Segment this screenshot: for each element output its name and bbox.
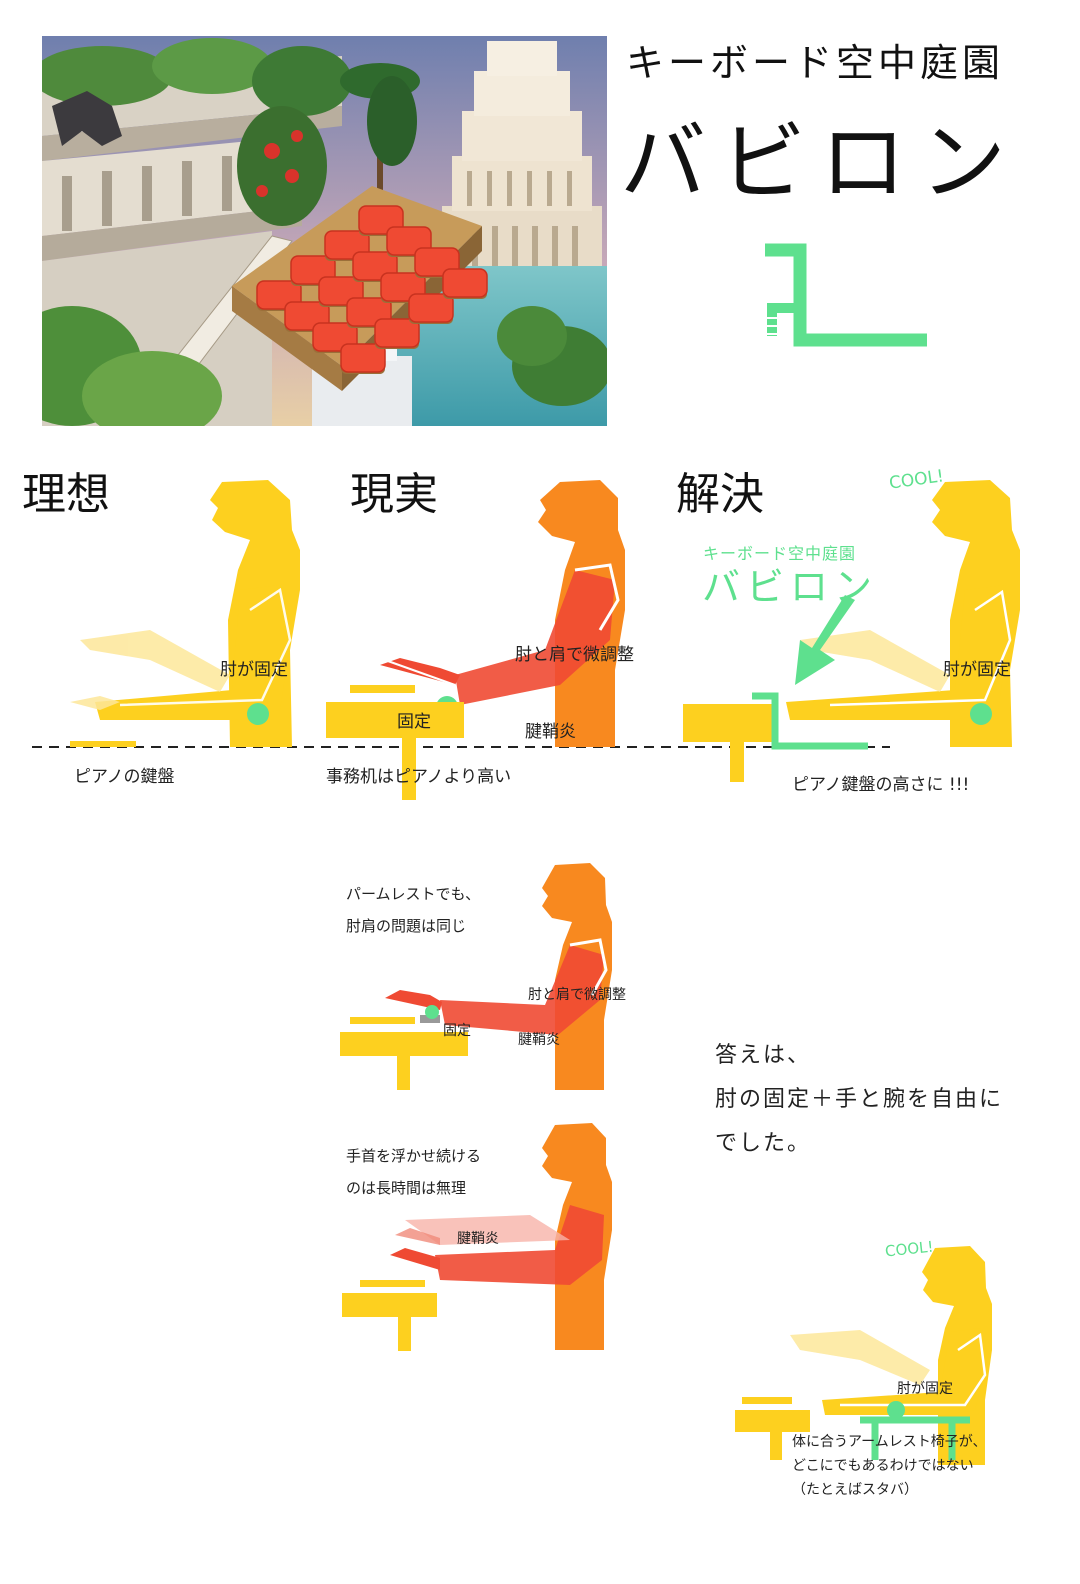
lamassu-statue <box>52 91 122 146</box>
hero-illustration-svg <box>42 36 607 426</box>
floating-note-line2: のは長時間は無理 <box>346 1179 467 1197</box>
palmrest-note-line1: パームレストでも、 <box>346 885 481 903</box>
reality-fixed-label: 固定 <box>397 712 431 732</box>
solution-babylon-stand <box>752 692 868 750</box>
posture-comparison-figures <box>32 480 1020 800</box>
heading-reality: 現実 <box>350 469 438 520</box>
product-subtitle: キーボード空中庭園 <box>626 41 1005 85</box>
armrest-chair-figure <box>735 1246 992 1465</box>
palmrest-fixed-label: 固定 <box>443 1023 471 1039</box>
armrest-note-line1: 体に合うアームレスト椅子が、 <box>792 1434 987 1450</box>
solution-product-title: バビロン <box>702 565 879 609</box>
reality-tendon-label: 腱鞘炎 <box>525 722 576 742</box>
palmrest-pad <box>420 1015 440 1023</box>
tower-of-babel <box>442 41 602 316</box>
armrest-note-line2: どこにでもあるわけではない <box>792 1458 974 1474</box>
palmrest-tendon-label: 腱鞘炎 <box>518 1032 560 1048</box>
keycap <box>340 343 386 373</box>
answer-line3: でした。 <box>715 1131 812 1156</box>
keycap <box>374 318 420 348</box>
heading-ideal: 理想 <box>22 469 110 520</box>
keycap <box>408 293 454 323</box>
palmrest-figure <box>340 863 612 1090</box>
solution-person <box>786 480 1020 747</box>
reality-desk-label: 事務机はピアノより高い <box>326 767 512 787</box>
ideal-keyboard-label: ピアノの鍵盤 <box>74 767 175 787</box>
stand-logo-icon <box>765 243 927 347</box>
pointer-arrow-icon <box>795 595 855 685</box>
palmrest-adjust-label: 肘と肩で微調整 <box>528 987 626 1003</box>
hanging-gardens-illustration <box>42 36 607 426</box>
ideal-piano-keys <box>70 741 136 747</box>
solution-height-label: ピアノ鍵盤の高さに !!! <box>792 775 970 795</box>
keycap <box>442 268 488 298</box>
solution-product-subtitle: キーボード空中庭園 <box>703 544 857 563</box>
greenery <box>42 38 607 426</box>
solution-desk <box>683 704 777 782</box>
floating-tendon-label: 腱鞘炎 <box>457 1231 499 1247</box>
answer-line2: 肘の固定＋手と腕を自由に <box>715 1087 1004 1112</box>
product-title: バビロン <box>620 113 1020 213</box>
solution-elbow-label: 肘が固定 <box>943 660 1011 680</box>
floating-wrist-figure <box>342 1123 612 1351</box>
armrest-note-line3: （たとえばスタバ） <box>792 1482 918 1498</box>
palmrest-note-line2: 肘肩の問題は同じ <box>346 917 467 935</box>
reality-person <box>380 480 625 747</box>
reality-adjust-label: 肘と肩で微調整 <box>515 645 634 665</box>
armrest-elbow-label: 肘が固定 <box>897 1381 953 1397</box>
floating-note-line1: 手首を浮かせ続ける <box>346 1147 482 1165</box>
keycaps <box>256 205 488 374</box>
ideal-person <box>70 480 300 747</box>
reality-office-desk <box>326 685 464 800</box>
ideal-elbow-label: 肘が固定 <box>220 660 288 680</box>
heading-solution: 解決 <box>676 469 764 520</box>
answer-line1: 答えは、 <box>715 1043 812 1068</box>
